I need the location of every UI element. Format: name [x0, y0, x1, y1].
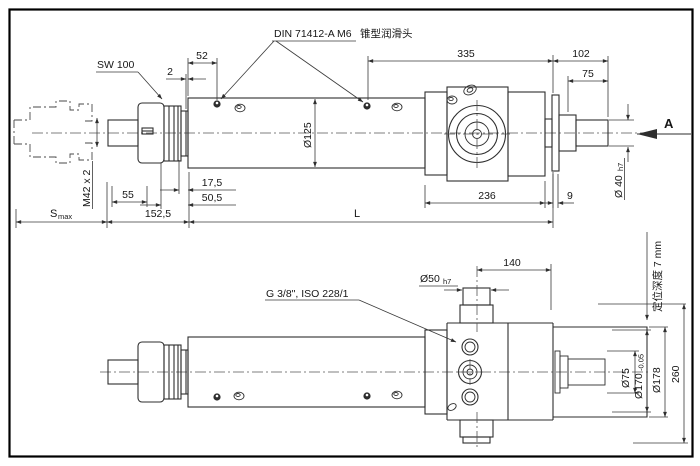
svg-text:152,5: 152,5	[145, 208, 171, 220]
svg-text:2: 2	[167, 66, 173, 78]
dim-17-5: 17,5	[160, 160, 236, 194]
svg-text:h7: h7	[443, 277, 451, 286]
dim-260: 260	[633, 303, 688, 444]
dim-diameter-75: Ø75	[607, 350, 639, 394]
dim-102: 102	[552, 48, 609, 117]
svg-text:17,5: 17,5	[202, 177, 223, 189]
svg-text:定位深度 7 mm: 定位深度 7 mm	[651, 241, 664, 312]
view-a-arrow: A	[637, 116, 691, 139]
screw-icon	[446, 95, 458, 105]
label-sw100: SW 100	[96, 59, 163, 100]
drawing-border	[8, 8, 694, 458]
svg-text:260: 260	[670, 365, 682, 383]
svg-text:max: max	[58, 212, 72, 221]
dim-2: 2	[166, 66, 206, 109]
svg-text:G 3/8", ISO 228/1: G 3/8", ISO 228/1	[266, 288, 349, 300]
svg-text:55: 55	[122, 189, 134, 201]
phantom-tool-outline	[13, 100, 93, 164]
svg-text:S: S	[50, 208, 57, 220]
svg-text:SW 100: SW 100	[97, 59, 135, 71]
svg-text:Ø 40: Ø 40	[613, 175, 625, 198]
dim-diameter-40h7: Ø 40 h7	[609, 104, 634, 200]
svg-text:Ø170: Ø170	[633, 373, 645, 399]
label-diameter-50h7: Ø50 h7	[419, 273, 509, 292]
dim-9: 9	[541, 174, 574, 208]
bottom-view-dimensions: 140 Ø50 h7 G 3/8", ISO 228/1 定位深度 7 mm	[265, 232, 688, 444]
svg-text:9: 9	[567, 190, 573, 202]
svg-text:h7: h7	[616, 163, 625, 171]
svg-text:Ø125: Ø125	[302, 122, 314, 148]
dim-diameter-178: Ø178	[649, 326, 668, 418]
top-view	[13, 84, 644, 182]
dim-52: 52	[187, 50, 218, 100]
output-shaft-assembly	[544, 94, 609, 172]
bore-detail	[554, 350, 606, 394]
svg-text:335: 335	[457, 48, 475, 60]
svg-text:锥型润滑头: 锥型润滑头	[360, 27, 413, 40]
dim-m42x2: M42 x 2	[81, 117, 99, 209]
collar-rings-bottom	[163, 344, 189, 400]
bottom-view	[100, 266, 650, 450]
svg-text:102: 102	[572, 48, 590, 60]
gear-head-bearing-circles	[444, 100, 510, 168]
grease-nipple-icon	[213, 393, 221, 401]
dim-152-5: 152,5	[106, 172, 190, 228]
screw-icon	[233, 391, 245, 401]
dim-335: 335	[367, 48, 554, 100]
svg-text:L: L	[354, 208, 360, 220]
svg-text:A: A	[664, 116, 674, 131]
svg-text:52: 52	[196, 50, 208, 62]
dim-diameter-170: Ø170 -0.05	[612, 329, 651, 413]
svg-text:-0.05: -0.05	[637, 354, 646, 371]
label-g38-port: G 3/8", ISO 228/1	[265, 288, 457, 343]
screw-icon	[391, 102, 403, 112]
top-view-dimensions: 52 2 335 102 75 Ø12	[15, 27, 691, 228]
svg-text:Ø75: Ø75	[620, 368, 632, 388]
locating-boss-top	[459, 287, 494, 324]
svg-text:75: 75	[582, 68, 594, 80]
svg-text:236: 236	[478, 190, 496, 202]
screw-icon	[234, 103, 246, 113]
svg-text:140: 140	[503, 257, 521, 269]
mounting-block	[424, 322, 554, 421]
dim-75: 75	[567, 68, 609, 112]
screw-icon	[391, 390, 403, 400]
dim-diameter-125: Ø125	[302, 98, 317, 168]
svg-text:Ø178: Ø178	[651, 367, 663, 393]
dim-50-5: 50,5	[140, 163, 236, 209]
svg-text:M42 x 2: M42 x 2	[81, 169, 93, 207]
eyebolt-icon	[463, 84, 477, 96]
dim-140: 140	[476, 257, 552, 310]
grease-nipple-icon	[363, 392, 371, 400]
svg-text:Ø50: Ø50	[420, 273, 440, 285]
dim-236: 236	[424, 181, 546, 208]
collar-rings	[163, 105, 189, 162]
dim-locating-depth: 定位深度 7 mm	[598, 232, 686, 321]
svg-text:DIN 71412-A M6: DIN 71412-A M6	[274, 28, 352, 40]
hydraulic-ports	[447, 338, 483, 411]
locating-boss-bottom	[459, 419, 494, 444]
grease-nipple-icon	[363, 102, 371, 110]
label-din-grease-nipple: DIN 71412-A M6 锥型润滑头	[220, 27, 413, 103]
svg-text:50,5: 50,5	[202, 192, 223, 204]
dim-55: 55	[111, 186, 148, 207]
grease-nipple-icon	[213, 100, 221, 108]
